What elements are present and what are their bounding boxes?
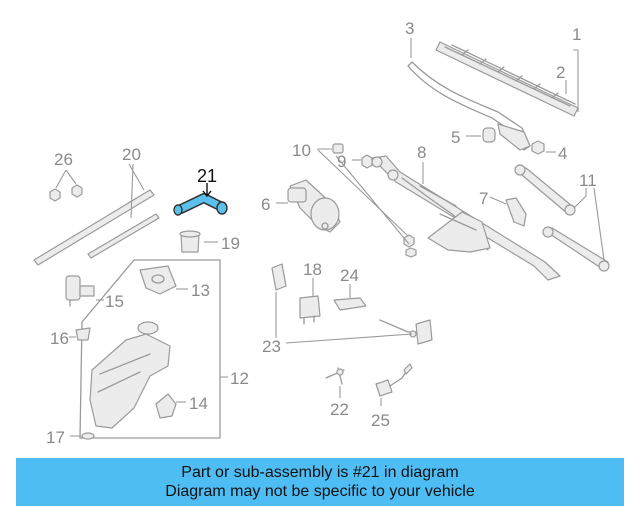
part-22-clip	[325, 367, 345, 385]
label-21: 21	[197, 166, 217, 186]
reservoir-tank	[89, 321, 171, 429]
part-11-drive-rod	[514, 164, 610, 272]
label-24: 24	[340, 266, 359, 285]
part-17-seal	[81, 432, 95, 440]
part-5-cap	[482, 127, 496, 143]
label-22: 22	[330, 400, 349, 419]
part-21-hose	[173, 193, 228, 216]
part-25-sensor	[375, 363, 413, 397]
label-11: 11	[579, 171, 597, 190]
leader-23	[275, 292, 413, 344]
label-19: 19	[221, 234, 240, 253]
label-17: 17	[46, 428, 65, 447]
part-19-cap	[179, 230, 201, 253]
leader-1	[573, 49, 579, 112]
label-2: 2	[556, 63, 565, 82]
part-4-nut	[531, 140, 545, 155]
part-18-bracket	[299, 295, 321, 325]
label-14: 14	[189, 394, 208, 413]
leader-20	[128, 163, 145, 219]
label-9: 9	[337, 152, 346, 171]
leader-7	[489, 196, 507, 205]
label-1: 1	[572, 25, 581, 44]
part-20-hood-strut	[33, 189, 160, 266]
leader-21	[202, 183, 212, 198]
label-16: 16	[50, 329, 69, 348]
leader-10	[317, 148, 410, 245]
label-12: 12	[230, 369, 249, 388]
label-23: 23	[262, 337, 281, 356]
part-26-nut	[49, 184, 83, 202]
wiper-blade-assembly	[407, 41, 579, 151]
label-3: 3	[405, 19, 414, 38]
part-7-pivot	[505, 197, 527, 227]
part-13-bracket	[139, 265, 177, 295]
label-15: 15	[105, 292, 124, 311]
leader-11	[573, 187, 605, 261]
banner-line-2: Diagram may not be specific to your vehi…	[165, 483, 475, 500]
label-13: 13	[191, 281, 210, 300]
label-20: 20	[122, 145, 141, 164]
label-10: 10	[292, 141, 311, 160]
part-24-nozzle	[333, 297, 367, 311]
info-banner: Part or sub-assembly is #21 in diagram D…	[16, 458, 624, 506]
part-6-wiper-motor	[287, 179, 341, 233]
label-7: 7	[479, 189, 488, 208]
label-5: 5	[451, 128, 460, 147]
leader-26	[55, 169, 77, 189]
part-23-connector	[271, 263, 433, 345]
part-9-bushing	[361, 154, 373, 169]
part-8-linkage	[371, 155, 561, 281]
banner-line-1: Part or sub-assembly is #21 in diagram	[181, 464, 459, 481]
label-26: 26	[54, 150, 73, 169]
label-25: 25	[371, 411, 390, 430]
label-4: 4	[558, 144, 567, 163]
part-10-bolt	[332, 143, 417, 258]
label-18: 18	[303, 260, 322, 279]
part-14-grommet	[155, 393, 177, 419]
label-8: 8	[417, 143, 426, 162]
reservoir-frame	[79, 259, 221, 439]
part-15-washer-pump	[65, 275, 95, 307]
part-16-grommet	[75, 327, 91, 341]
parts-diagram: 1 2 3 5 4 6 8 9 10	[33, 19, 610, 447]
label-6: 6	[261, 195, 270, 214]
